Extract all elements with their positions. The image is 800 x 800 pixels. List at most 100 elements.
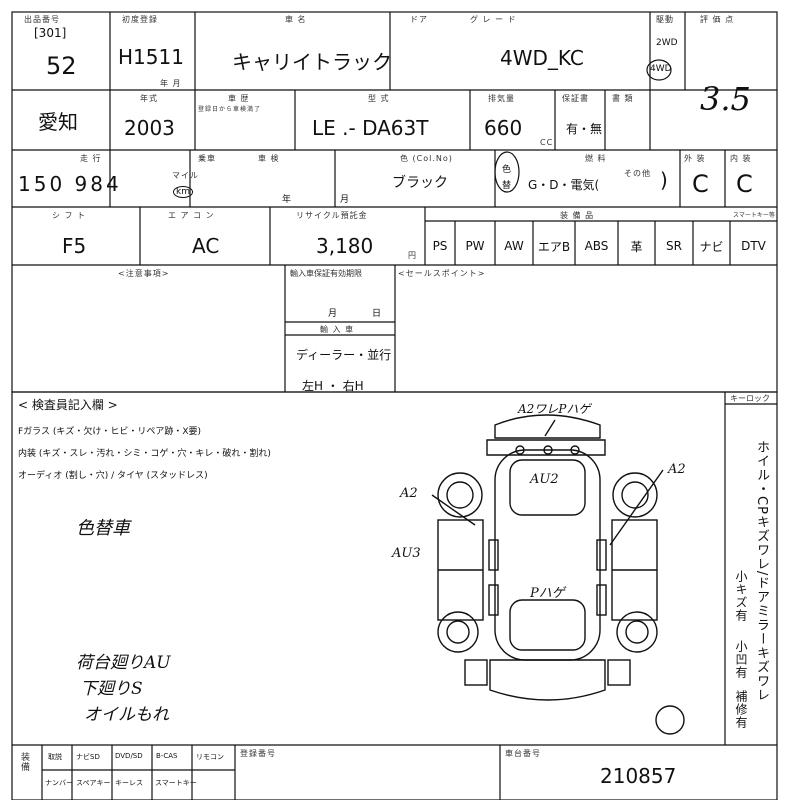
cc-unit: CC bbox=[540, 138, 554, 147]
color: ブラック bbox=[392, 175, 448, 191]
note-cargo: 荷台廻りAU bbox=[76, 653, 171, 673]
shaken-label: 車 歴 bbox=[228, 94, 250, 103]
recycle-fee-label: リサイクル預託金 bbox=[296, 211, 368, 220]
footer-equip-label: 装備 bbox=[19, 752, 29, 772]
color-change-1: 色 bbox=[502, 165, 512, 175]
shift: F5 bbox=[62, 234, 87, 258]
inspection-label: 車 検 bbox=[258, 154, 280, 163]
model-year-label: 年式 bbox=[140, 94, 158, 103]
displacement: 660 bbox=[484, 116, 523, 140]
equipment-dtv: DTV bbox=[741, 239, 766, 253]
interior-label: 内 装 bbox=[730, 154, 752, 163]
shift-label: シ フ ト bbox=[52, 211, 87, 220]
equipment-sr: SR bbox=[666, 239, 682, 253]
year-month-label: 年 月 bbox=[160, 79, 182, 88]
keylock-label: キーロック bbox=[730, 394, 770, 403]
note-oil: オイルもれ bbox=[84, 705, 169, 725]
diagram-label-p-hage: Pハゲ bbox=[530, 586, 565, 601]
expiry-day: 日 bbox=[372, 309, 382, 319]
side-note: ホイル・CPキズワレ/ドアミラーキズワレ bbox=[754, 440, 769, 703]
model-year: 2003 bbox=[124, 116, 175, 140]
door-label: ドア bbox=[410, 15, 428, 24]
inspection-month: 月 bbox=[340, 195, 350, 205]
steering-side: 左H ・ 右H bbox=[302, 379, 364, 393]
mileage-label: 走 行 bbox=[80, 154, 102, 163]
fuel-label: 燃 料 bbox=[585, 154, 607, 163]
side-repair: 補修有 bbox=[734, 690, 748, 729]
ac: AC bbox=[192, 234, 220, 258]
car-name: キャリイトラック bbox=[232, 50, 392, 74]
dealer-parallel: ディーラー・並行 bbox=[296, 348, 392, 362]
inspection-year: 年 bbox=[282, 195, 292, 205]
side-small-scratch: 小キズ有 bbox=[734, 570, 748, 622]
type-label: 型 式 bbox=[368, 94, 390, 103]
equipment-label: 装 備 品 bbox=[560, 211, 595, 220]
equipment-abs: ABS bbox=[584, 239, 609, 253]
displacement-label: 排気量 bbox=[488, 94, 515, 103]
lot-sub: 52 bbox=[46, 52, 77, 80]
drive-label: 駆動 bbox=[656, 15, 674, 24]
interior-line: 内装 (キズ・スレ・汚れ・シミ・コゲ・穴・キレ・破れ・割れ) bbox=[18, 449, 271, 459]
diagram-label-a2-right: A2 bbox=[668, 462, 686, 477]
audio-line: オーディオ (割し・穴) / タイヤ (スタッドレス) bbox=[18, 471, 208, 481]
reg-number-label: 登録番号 bbox=[240, 749, 276, 758]
seats-label: 乗車 bbox=[198, 154, 216, 163]
equipment-airbag: エアB bbox=[537, 239, 571, 254]
chassis-label: 車台番号 bbox=[505, 749, 541, 758]
mileage: 150 984 bbox=[18, 172, 122, 196]
side-small-dent: 小凹有 bbox=[734, 640, 748, 679]
documents-label: 書 類 bbox=[612, 94, 634, 103]
equipment-ps: PS bbox=[432, 239, 448, 253]
footer-item-remote: リモコン bbox=[196, 753, 224, 761]
notes-label: <注意事項> bbox=[118, 269, 170, 278]
interior-grade: C bbox=[736, 170, 753, 198]
footer-item-manual: 取説 bbox=[48, 753, 62, 761]
diagram-label-au3: AU3 bbox=[392, 546, 421, 561]
footer-item-navi-sd: ナビSD bbox=[76, 753, 100, 761]
footer-item-spare-key: スペアキー bbox=[76, 779, 111, 787]
chassis-number: 210857 bbox=[600, 764, 677, 788]
sales-point-label: <セールスポイント> bbox=[398, 269, 486, 278]
score-label: 評 価 点 bbox=[700, 15, 735, 24]
footer-item-keyless: キーレス bbox=[115, 779, 143, 787]
grade: 4WD_KC bbox=[500, 46, 584, 70]
equipment-navi: ナビ bbox=[699, 239, 724, 254]
car-diagram bbox=[431, 414, 685, 735]
ac-label: エ ア コ ン bbox=[168, 211, 215, 220]
warranty: 有・無 bbox=[566, 122, 603, 136]
expiry-month: 月 bbox=[328, 309, 338, 319]
color-label: 色 (Col.No) bbox=[400, 154, 453, 163]
drive-4wd: 4WD bbox=[650, 64, 672, 74]
yen-unit: 円 bbox=[408, 251, 417, 260]
footer-item-dvd-sd: DVD/SD bbox=[115, 752, 143, 760]
mile-unit: マイル bbox=[172, 171, 199, 180]
diagram-label-a2-left: A2 bbox=[400, 486, 418, 501]
import-expiry-label: 輸入車保証有効期限 bbox=[290, 269, 362, 278]
color-change-2: 替 bbox=[502, 181, 512, 191]
glass-line: Fガラス (キズ・欠け・ヒビ・リペア跡・X要) bbox=[18, 427, 202, 437]
equipment-aw: AW bbox=[504, 239, 524, 253]
recycle-fee: 3,180 bbox=[316, 234, 374, 258]
region: 愛知 bbox=[38, 110, 78, 134]
first-reg-label: 初度登録 bbox=[122, 15, 158, 24]
exterior-label: 外 装 bbox=[684, 154, 706, 163]
model-type: LE .- DA63T bbox=[312, 116, 429, 140]
footer-item-number: ナンバー bbox=[45, 779, 73, 787]
note-color-change: 色替車 bbox=[76, 518, 130, 539]
lot-number: [301] bbox=[34, 26, 67, 40]
equipment-pw: PW bbox=[465, 239, 485, 253]
import-label: 輸 入 車 bbox=[320, 325, 355, 334]
drive-2wd: 2WD bbox=[656, 38, 678, 48]
car-name-label: 車 名 bbox=[285, 15, 307, 24]
equipment-leather: 革 bbox=[630, 239, 643, 254]
first-reg: H1511 bbox=[118, 45, 184, 69]
fuel-close: ) bbox=[660, 168, 668, 192]
warranty-label: 保証書 bbox=[562, 94, 589, 103]
lot-label: 出品番号 bbox=[24, 15, 60, 24]
fuel-other: その他 bbox=[624, 169, 651, 178]
note-under: 下廻りS bbox=[80, 679, 143, 699]
footer-item-bcas: B-CAS bbox=[156, 752, 178, 760]
shaken-note: 登録日から車検満了 bbox=[198, 106, 262, 113]
